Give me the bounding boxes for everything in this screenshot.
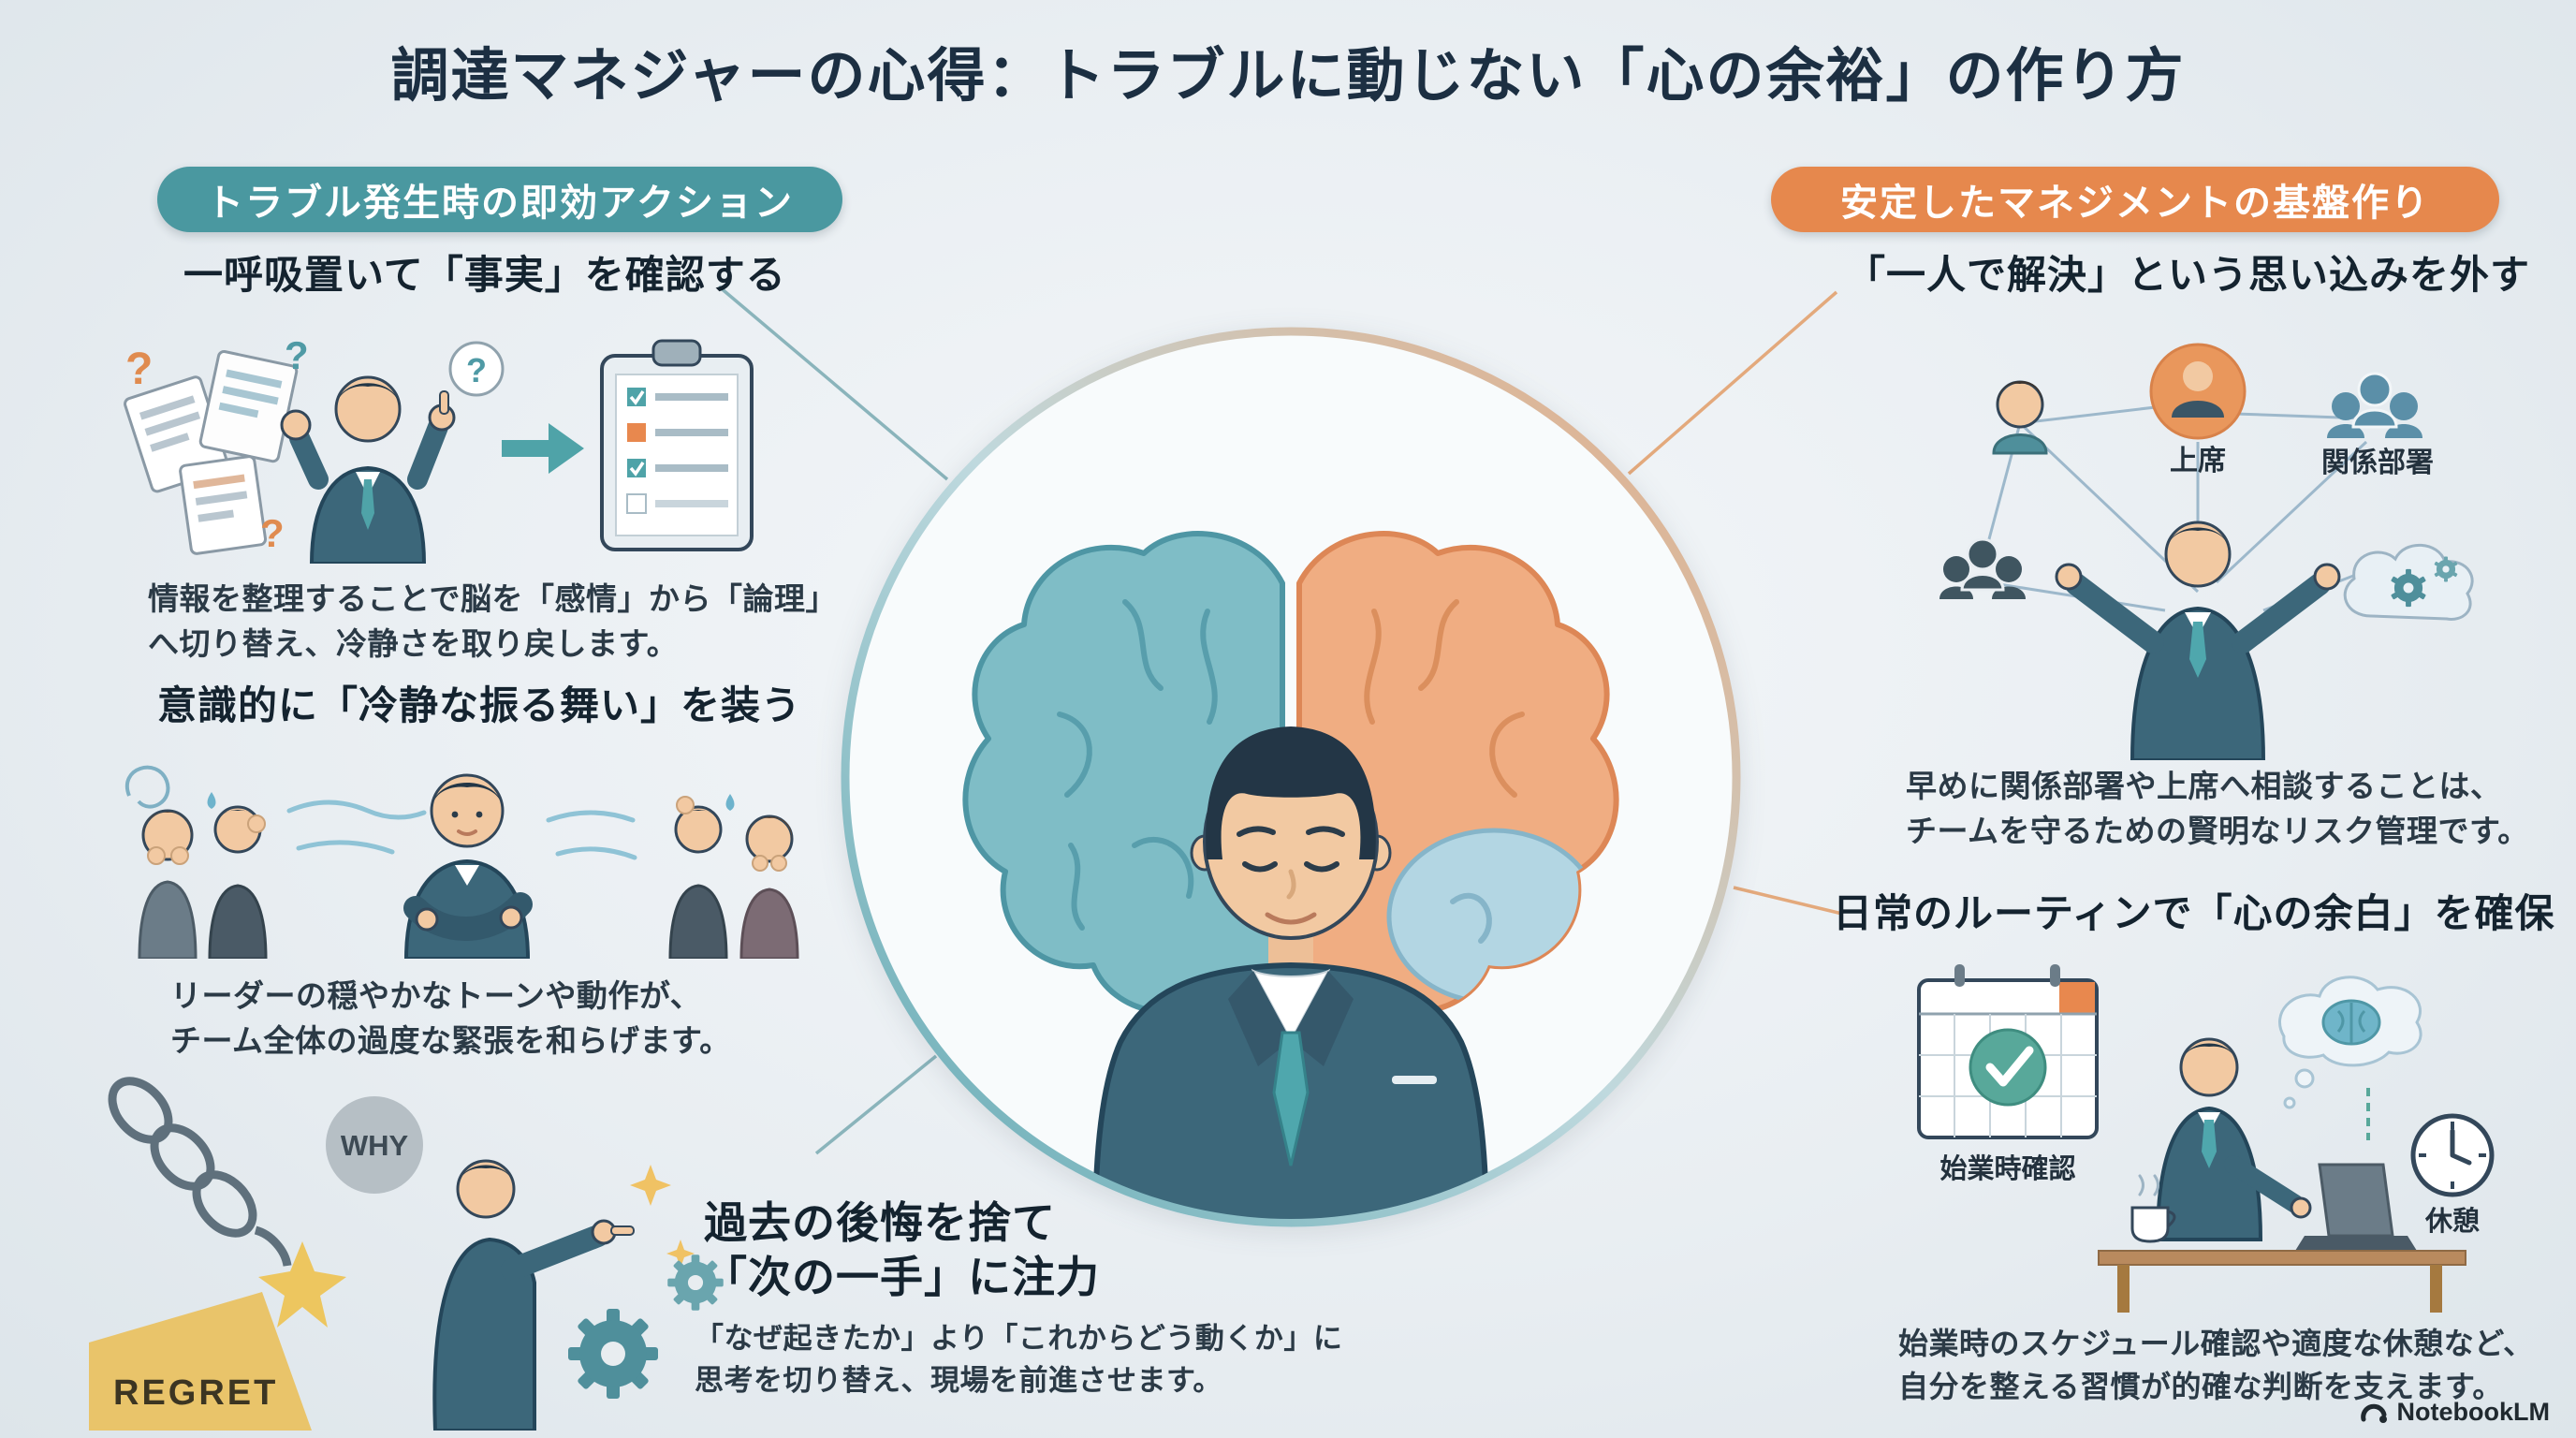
caption-dont-solve-alone: 早めに関係部署や上席へ相談することは、 チームを守るための賢明なリスク管理です。 <box>1906 769 2529 848</box>
question-mark-icon: ? <box>285 333 309 377</box>
question-mark-icon: ? <box>125 345 153 394</box>
man-at-desk-icon <box>2155 1037 2312 1241</box>
superior-label: 上席 <box>2170 445 2226 477</box>
notebooklm-logo-icon <box>2360 1403 2387 1423</box>
heading-check-facts: 一呼吸置いて「事実」を確認する <box>183 253 786 297</box>
manager-open-arms-icon <box>2055 521 2341 760</box>
morning-check-label: 始業時確認 <box>1939 1152 2075 1184</box>
calm-person-icon: ? <box>280 341 505 564</box>
calendar-icon <box>1917 964 2099 1139</box>
sweat-drop-icon <box>725 794 735 811</box>
check-facts-illustration: ? ? ? ? <box>124 333 754 564</box>
consult-network-illustration: 上席 関係部署 <box>1939 343 2474 760</box>
question-mark-icon: ? <box>466 351 487 389</box>
caption-next-move: 「なぜ起きたか」より「これからどう動くか」に 思考を切り替え、現場を前進させます… <box>695 1322 1343 1397</box>
caption-check-facts: 情報を整理することで脳を「感情」から「論理」 へ切り替え、冷静さを取り戻します。 <box>148 581 838 661</box>
sparkle-icon <box>630 1165 671 1206</box>
man-pointing-icon <box>432 1159 635 1431</box>
calm-leader-icon <box>403 773 533 959</box>
why-bubble-icon <box>326 1096 423 1194</box>
wind-line-icon <box>296 840 395 855</box>
caption-daily-routine: 始業時のスケジュール確認や適度な休憩など、 自分を整える習慣が的確な判断を支えま… <box>1898 1327 2534 1404</box>
man-on-phone-icon <box>207 792 268 959</box>
clipboard-checklist-icon <box>600 339 754 551</box>
gold-banner-icon <box>89 1292 312 1431</box>
break-label: 休憩 <box>2424 1205 2480 1237</box>
laptop-icon <box>2295 1163 2417 1251</box>
departments-group-icon <box>2327 372 2422 438</box>
regret-label: REGRET <box>113 1373 278 1413</box>
let-go-regret-illustration: REGRET WHY <box>89 1077 724 1431</box>
heading-act-calm: 意識的に「冷静な振る舞い」を装う <box>157 683 802 727</box>
broken-chain-icon <box>108 1077 292 1267</box>
speech-bubble-icon <box>448 341 505 397</box>
heading-dont-solve-alone: 「一人で解決」という思い込みを外す <box>1846 253 2531 297</box>
center-circle-illustration <box>835 321 1747 1233</box>
right-section-badge: 安定したマネジメントの基盤作り <box>1771 167 2499 232</box>
sweat-drop-icon <box>207 792 216 809</box>
caption-act-calm: リーダーの穏やかなトーンや動作が、 チーム全体の過度な緊張を和らげます。 <box>170 978 731 1058</box>
departments-label: 関係部署 <box>2321 447 2434 478</box>
wind-line-icon <box>555 846 637 860</box>
colleague-avatar-icon <box>1992 380 2048 455</box>
heading-daily-routine: 日常のルーティンで「心の余白」を確保 <box>1833 891 2555 935</box>
question-mark-icon: ? <box>260 511 285 555</box>
clock-icon <box>2410 1113 2495 1197</box>
left-section-badge: トラブル発生時の即効アクション <box>157 167 842 232</box>
panicked-woman-icon <box>739 814 799 959</box>
calm-behavior-illustration <box>125 765 799 959</box>
coffee-cup-icon <box>2130 1174 2176 1243</box>
gear-icon <box>568 1309 658 1399</box>
heading-next-move: 過去の後悔を捨て 「次の一手」に注力 <box>704 1198 1100 1301</box>
desk-icon <box>2098 1250 2466 1313</box>
panicked-man-icon <box>668 794 735 959</box>
connector-mid-right <box>1733 886 1843 916</box>
page-title: 調達マネジャーの心得：トラブルに動じない「心の余裕」の作り方 <box>390 44 2186 109</box>
wind-line-icon <box>546 810 636 823</box>
sparkle-icon <box>666 1240 695 1268</box>
panicked-woman-icon <box>138 809 198 959</box>
papers-icon: ? ? ? <box>124 333 309 555</box>
swirl-icon <box>125 765 170 809</box>
brand-footer: NotebookLM <box>2360 1398 2550 1427</box>
team-group-icon <box>1939 537 2026 599</box>
why-label: WHY <box>341 1129 409 1162</box>
burst-icon <box>258 1241 346 1328</box>
brain-thought-bubble-icon <box>2278 976 2422 1109</box>
cloud-gears-icon <box>2343 543 2474 621</box>
brand-name: NotebookLM <box>2396 1398 2550 1426</box>
superior-avatar-icon <box>2149 343 2247 440</box>
arrow-right-icon <box>502 423 584 474</box>
wind-line-icon <box>286 800 427 820</box>
calm-manager-icon <box>1091 726 1490 1219</box>
daily-routine-illustration: 始業時確認 休憩 <box>1917 964 2495 1313</box>
gear-icon <box>667 1255 724 1311</box>
